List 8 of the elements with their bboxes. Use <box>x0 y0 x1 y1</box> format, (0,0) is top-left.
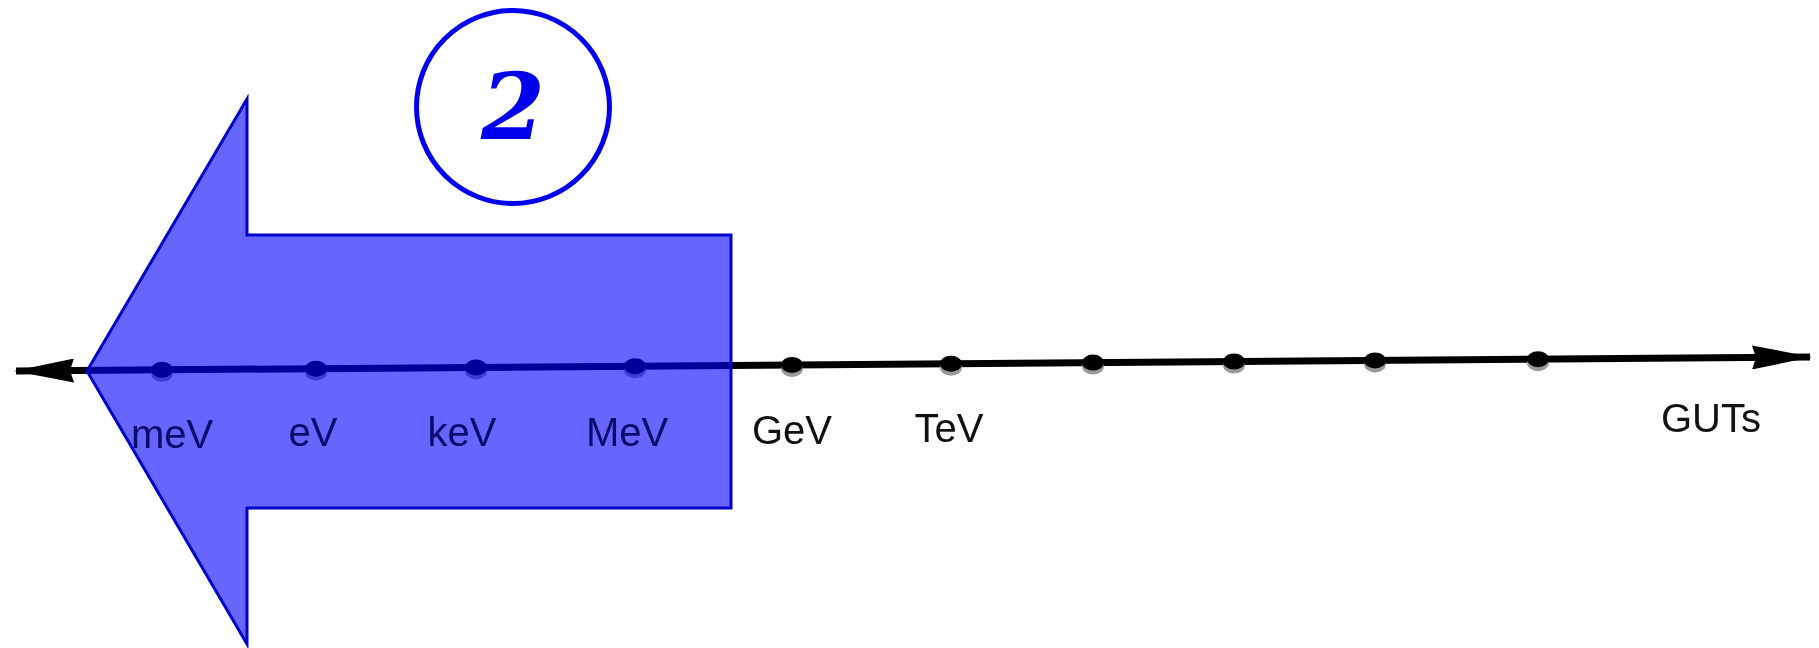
energy-scale-label: meV <box>130 414 214 454</box>
energy-scale-label: keV <box>427 412 497 452</box>
energy-scale-label: GUTs <box>1661 398 1761 438</box>
energy-scale-label: GeV <box>752 410 832 450</box>
energy-scale-label: MeV <box>585 412 669 452</box>
energy-scale-label: TeV <box>914 408 984 448</box>
step-number: 2 <box>481 61 545 153</box>
energy-scale-label: eV <box>288 412 338 452</box>
